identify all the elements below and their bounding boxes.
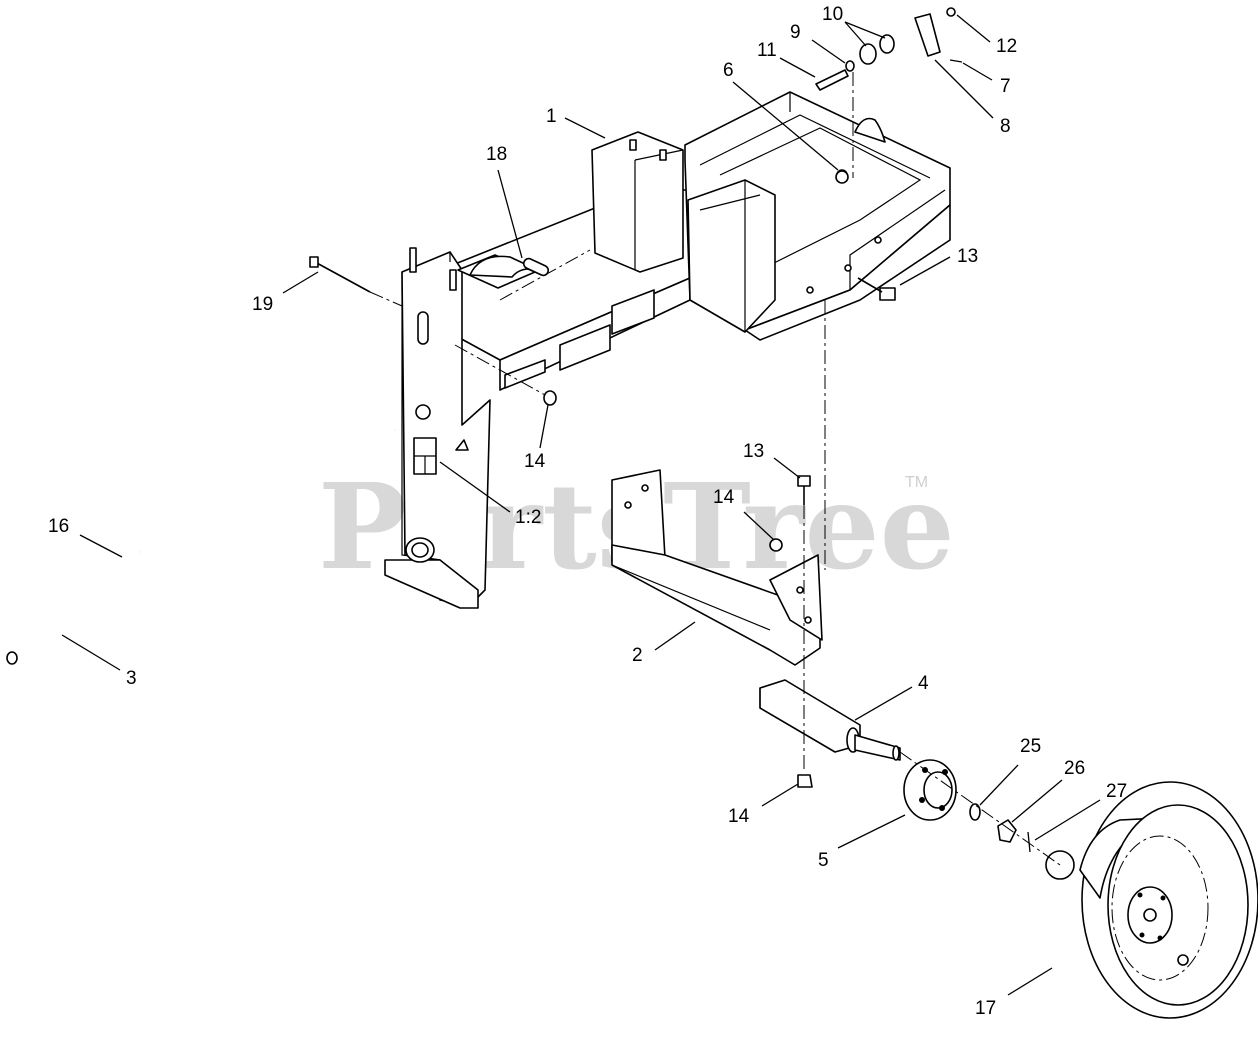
main-frame-part bbox=[384, 91, 951, 609]
callout-labels: 1 18 19 13 6 11 9 10 12 7 8 14 13 14 1:2… bbox=[48, 4, 1127, 1019]
callout-18: 18 bbox=[486, 144, 507, 165]
nut-14-lower-part bbox=[797, 774, 813, 788]
callout-6: 6 bbox=[723, 60, 734, 81]
pin-19-part bbox=[309, 256, 371, 293]
callout-27: 27 bbox=[1106, 781, 1127, 802]
washer-14-middle-part bbox=[769, 538, 783, 552]
washer-25-part bbox=[969, 803, 981, 821]
pin-7-part bbox=[949, 59, 963, 63]
watermark-trademark: TM bbox=[905, 474, 928, 491]
callout-25: 25 bbox=[1020, 736, 1041, 757]
bolt-13-lower-part bbox=[797, 475, 811, 505]
washer-10a-part bbox=[879, 34, 895, 54]
callout-3: 3 bbox=[126, 668, 137, 689]
cotter-pin-part bbox=[1027, 831, 1031, 853]
callout-17: 17 bbox=[975, 998, 996, 1019]
washer-10b-part bbox=[859, 43, 877, 65]
nut-6-part bbox=[835, 170, 849, 184]
pivot-bracket-part bbox=[914, 13, 941, 57]
callout-5: 5 bbox=[818, 850, 829, 871]
callout-13-lower: 13 bbox=[743, 441, 764, 462]
bolt-13-upper-part bbox=[879, 287, 896, 301]
alignment-lines bbox=[369, 72, 1061, 866]
callout-19: 19 bbox=[252, 294, 273, 315]
wheel-hub-part bbox=[903, 759, 957, 821]
axle-tube-part bbox=[759, 679, 901, 761]
callout-2: 2 bbox=[632, 645, 643, 666]
nut-9-part bbox=[845, 60, 855, 72]
callout-26: 26 bbox=[1064, 758, 1085, 779]
callout-7: 7 bbox=[1000, 76, 1011, 97]
callout-14-lower: 14 bbox=[728, 806, 750, 827]
pivot-hardware-group bbox=[815, 7, 963, 184]
callout-16: 16 bbox=[48, 516, 69, 537]
callout-4: 4 bbox=[918, 673, 929, 694]
nut-14-upper-part bbox=[543, 390, 557, 406]
castle-nut-part bbox=[997, 819, 1017, 843]
callout-14-upper: 14 bbox=[524, 451, 546, 472]
callout-9: 9 bbox=[790, 22, 801, 43]
callout-11: 11 bbox=[757, 40, 777, 61]
callout-12: 12 bbox=[996, 36, 1017, 57]
bolt-11-part bbox=[815, 69, 849, 91]
nut-12-part bbox=[946, 7, 956, 17]
callout-14-middle: 14 bbox=[713, 487, 735, 508]
callout-8: 8 bbox=[1000, 116, 1011, 137]
callout-1: 1 bbox=[546, 106, 557, 127]
wheel-part bbox=[1045, 781, 1258, 1019]
callout-1-2: 1:2 bbox=[515, 507, 541, 528]
tow-handle-part bbox=[6, 428, 396, 665]
callout-13-upper: 13 bbox=[957, 246, 978, 267]
lower-bracket-part bbox=[611, 469, 823, 666]
leader-lines bbox=[61, 14, 1101, 996]
callout-10: 10 bbox=[822, 4, 843, 25]
handle-bracket-part bbox=[457, 254, 550, 289]
